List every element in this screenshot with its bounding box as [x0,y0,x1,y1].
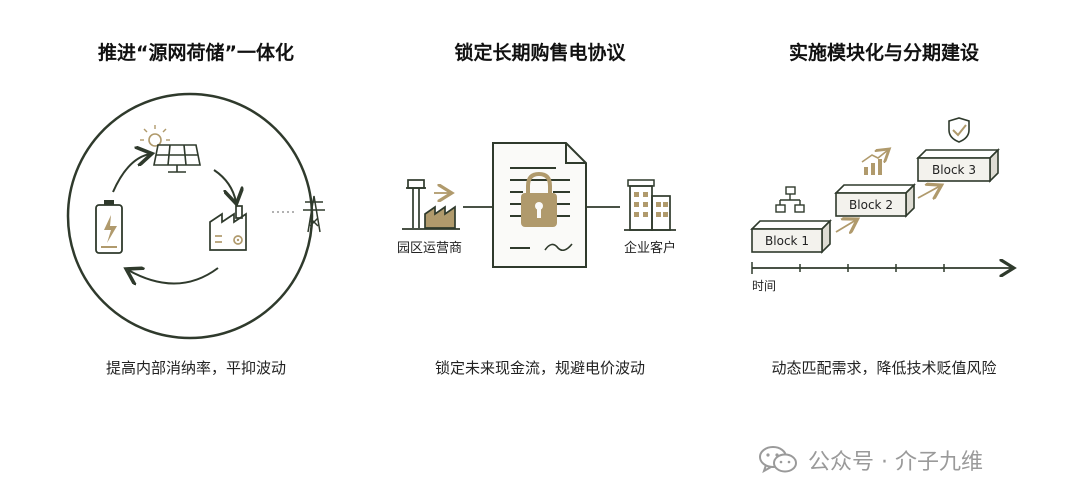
block-2-label: Block 2 [849,198,893,212]
arrow-solar-to-factory [213,169,236,202]
panel-1-cycle-diagram [66,92,325,340]
arrow-battery-to-solar [112,154,150,193]
sun-icon [140,125,170,147]
park-operator-label: 园区运营商 [397,241,462,256]
battery-icon [95,200,123,254]
outer-ring [66,92,314,340]
padlock-icon [521,171,557,227]
panel-1-caption: 提高内部消纳率，平抑波动 [105,359,286,377]
panel-2-caption: 锁定未来现金流，规避电价波动 [434,359,645,377]
arrow-block2-to-block3 [917,186,940,198]
block-2: Block 2 [834,183,916,218]
time-axis-ticks [751,262,945,274]
park-operator-icon [402,179,460,230]
enterprise-building-icon [624,179,676,231]
block-3-label: Block 3 [932,163,976,177]
panel-1-title: 推进“源网荷储”一体化 [98,42,294,64]
hierarchy-icon [775,186,805,213]
shield-check-icon [948,117,970,143]
block-1: Block 1 [750,219,832,254]
solar-panel-icon [153,144,201,173]
time-axis-label: 时间 [752,279,776,293]
panel-3-title: 实施模块化与分期建设 [788,42,979,64]
watermark: 公众号 · 介子九维 [758,442,983,478]
factory-icon [209,205,247,251]
panel-2-ppa-diagram: 园区运营商 [397,142,676,268]
growth-chart-icon [861,150,888,175]
arrow-block1-to-block2 [835,220,856,232]
arrow-factory-to-battery [128,268,219,284]
block-3: Block 3 [916,148,1000,183]
block-1-label: Block 1 [765,234,809,248]
enterprise-customer-label: 企业客户 [624,240,676,256]
transmission-tower-icon [303,195,325,233]
panel-3-modular-diagram: Block 1 Block 2 Block 3 时间 [750,117,1012,293]
panel-2-title: 锁定长期购售电协议 [454,42,626,64]
watermark-text: 公众号 · 介子九维 [808,450,983,475]
wechat-icon [759,446,797,474]
panel-3-caption: 动态匹配需求，降低技术贬值风险 [771,359,997,377]
